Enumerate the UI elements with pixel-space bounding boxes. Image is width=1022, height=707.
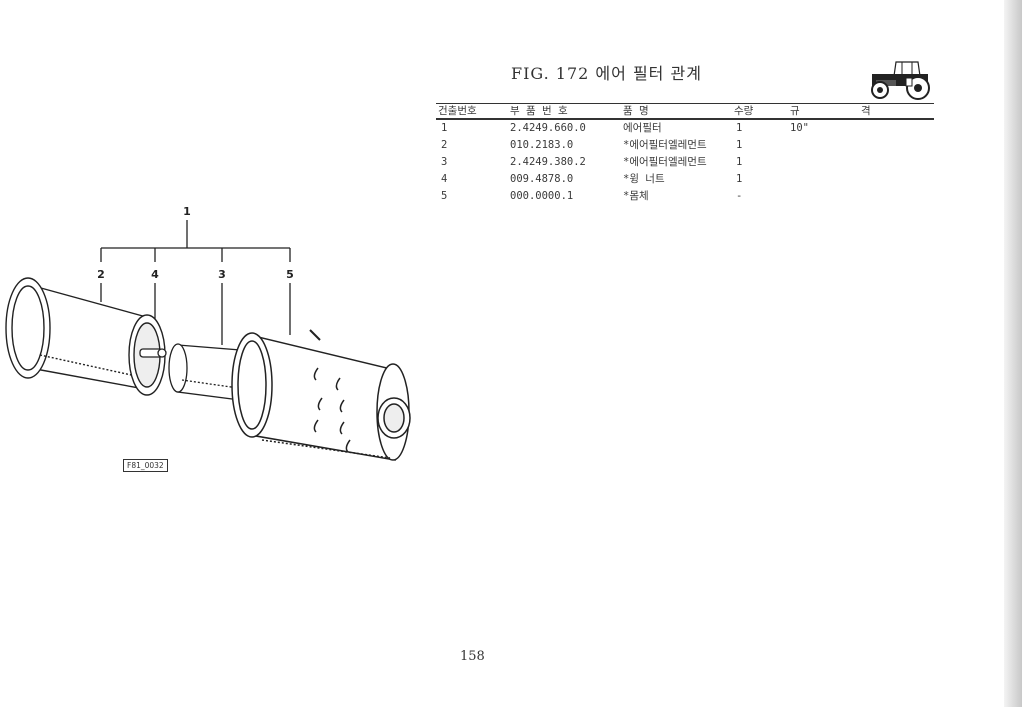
page-number: 158 — [460, 649, 485, 664]
row-part-name: *몸체 — [623, 190, 649, 202]
row-qty: 1 — [736, 156, 743, 168]
header-part: 부 품 번 호 — [510, 105, 568, 117]
row-part-name: *에어필터엘레먼트 — [623, 156, 707, 168]
row-qty: 1 — [736, 173, 743, 185]
parts-table: 건출번호 부 품 번 호 품 명 수량 규 격 1 2.4249.660.0 에… — [436, 103, 934, 205]
row-part-number: 2.4249.380.2 — [510, 156, 586, 168]
figure-code-label: F81_0032 — [123, 459, 168, 472]
row-spec: 10" — [790, 122, 809, 134]
row-part-number: 2.4249.660.0 — [510, 122, 586, 134]
row-part-name: *에어필터엘레먼트 — [623, 139, 707, 151]
row-no: 5 — [441, 190, 448, 202]
row-no: 2 — [441, 139, 448, 151]
inner-element-part — [168, 343, 241, 401]
row-part-number: 010.2183.0 — [510, 139, 574, 151]
row-qty: 1 — [736, 139, 743, 151]
table-header-row: 건출번호 부 품 번 호 품 명 수량 규 격 — [436, 104, 934, 118]
header-name: 품 명 — [623, 105, 649, 117]
row-no: 4 — [441, 173, 448, 185]
callout-label: 5 — [286, 268, 294, 281]
header-no: 건출번호 — [438, 105, 477, 117]
row-qty: 1 — [736, 122, 743, 134]
row-part-name: 에어필터 — [623, 122, 662, 134]
row-no: 3 — [441, 156, 448, 168]
table-row: 3 2.4249.380.2 *에어필터엘레먼트 1 — [436, 154, 934, 171]
header-spec: 규 — [790, 105, 800, 117]
air-filter-exploded-drawing: 1 2 4 3 5 — [5, 205, 411, 461]
outer-element-part — [5, 277, 166, 396]
table-row: 5 000.0000.1 *몸체 - — [436, 188, 934, 205]
header-spec2: 격 — [861, 105, 871, 117]
filter-housing-part — [231, 329, 411, 461]
row-part-number: 009.4878.0 — [510, 173, 574, 185]
row-part-name: *윙 너트 — [623, 173, 665, 185]
tractor-icon — [871, 61, 930, 100]
table-row: 2 010.2183.0 *에어필터엘레먼트 1 — [436, 137, 934, 154]
table-top-rule — [436, 103, 934, 104]
callout-label: 2 — [97, 268, 105, 281]
row-qty: - — [736, 190, 743, 202]
table-row: 4 009.4878.0 *윙 너트 1 — [436, 171, 934, 188]
figure-title: FIG. 172 에어 필터 관계 — [511, 64, 702, 83]
callout-label: 3 — [218, 268, 226, 281]
row-no: 1 — [441, 122, 448, 134]
callout-label: 1 — [183, 205, 191, 218]
table-header-rule — [436, 118, 934, 120]
page-edge-shadow — [1004, 0, 1022, 707]
header-qty: 수량 — [734, 105, 754, 117]
row-part-number: 000.0000.1 — [510, 190, 574, 202]
callout-label: 4 — [151, 268, 159, 281]
callout-lines — [100, 220, 291, 350]
wing-nut-part — [139, 348, 167, 358]
table-row: 1 2.4249.660.0 에어필터 1 10" — [436, 120, 934, 137]
